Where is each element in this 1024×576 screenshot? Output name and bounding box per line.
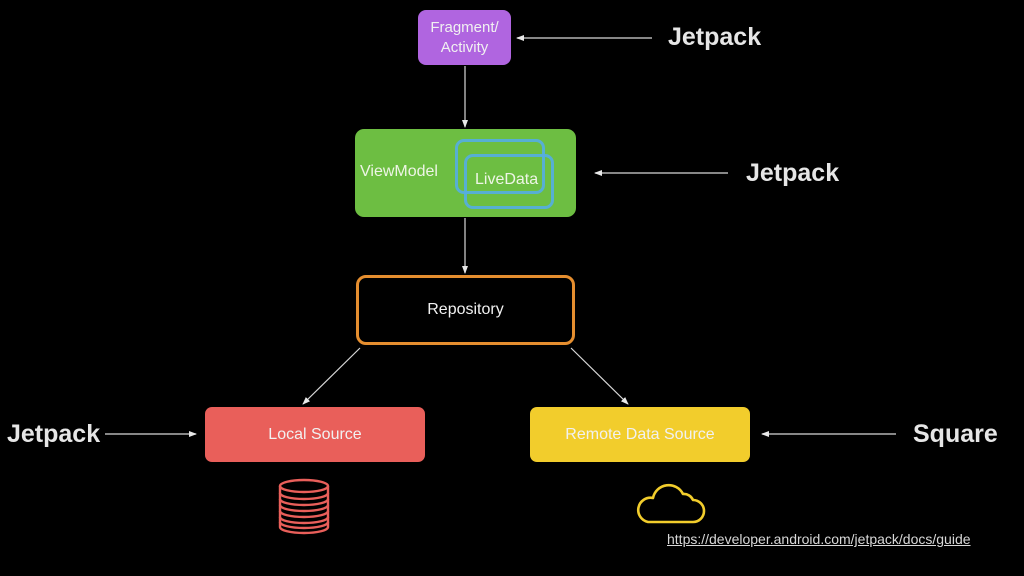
arrow-repository-to-remote (570, 347, 629, 405)
repository-label: Repository (427, 301, 504, 318)
viewmodel-node: ViewModel LiveData (355, 129, 576, 217)
guide-link[interactable]: https://developer.android.com/jetpack/do… (667, 531, 971, 547)
fragment-label-line2: Activity (440, 38, 489, 56)
local-library-label: Jetpack (7, 420, 101, 448)
viewmodel-library-label: Jetpack (746, 159, 840, 187)
arrow-repository-to-local (302, 347, 361, 405)
remote-library-label: Square (913, 420, 998, 448)
fragment-activity-node: Fragment/ Activity (418, 10, 511, 65)
fragment-library-label: Jetpack (668, 23, 762, 51)
livedata-frame-back (455, 139, 545, 194)
remote-source-label: Remote Data Source (565, 425, 715, 443)
cloud-icon (636, 483, 706, 524)
repository-node: Repository (356, 275, 575, 345)
viewmodel-label: ViewModel (360, 163, 438, 180)
fragment-label-line1: Fragment/ (430, 18, 499, 36)
livedata-label: LiveData (475, 171, 539, 188)
database-icon (278, 478, 330, 535)
local-source-node: Local Source (205, 407, 425, 462)
remote-data-source-node: Remote Data Source (530, 407, 750, 462)
local-source-label: Local Source (268, 425, 362, 443)
livedata-frame-front (464, 154, 554, 209)
